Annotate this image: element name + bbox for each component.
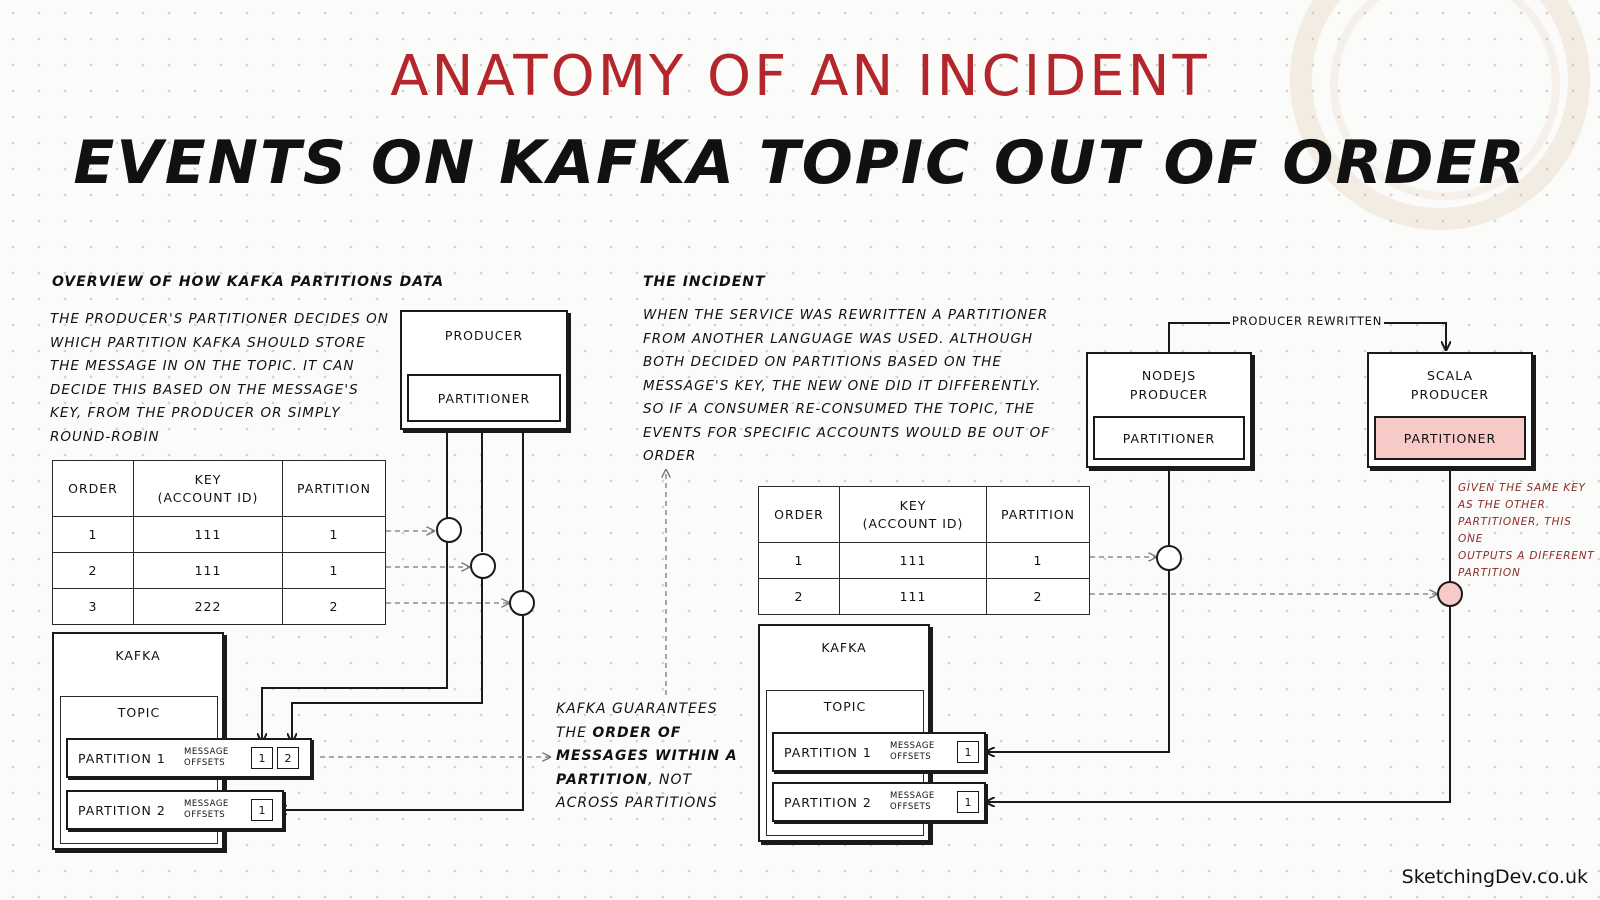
- scala-partitioner: PARTITIONER: [1374, 416, 1526, 460]
- incident-description: WHEN THE SERVICE WAS REWRITTEN A PARTITI…: [643, 307, 1051, 464]
- offset-cell: 1: [251, 747, 273, 769]
- right-partition-2: PARTITION 2 MESSAGE OFFSETS 1: [772, 782, 986, 822]
- scala-partitioner-note: GIVEN THE SAME KEY AS THE OTHER PARTITIO…: [1458, 482, 1595, 579]
- kafka-label: KAFKA: [115, 648, 161, 663]
- overview-description: THE PRODUCER'S PARTITIONER DECIDES ON WH…: [50, 311, 389, 445]
- table-row: 1 111 1: [758, 542, 1090, 579]
- offset-cell: 1: [251, 799, 273, 821]
- incident-heading: THE INCIDENT: [643, 274, 766, 290]
- producer-box: PRODUCER PARTITIONER: [400, 310, 568, 430]
- table-cell: 1: [986, 542, 1090, 579]
- offset-cell: 2: [277, 747, 299, 769]
- guarantee-emphasis: MESSAGES WITHIN A: [556, 748, 738, 764]
- guarantee-line: ACROSS PARTITIONS: [556, 795, 718, 811]
- table-cell: 111: [839, 578, 987, 615]
- table-cell: 111: [133, 516, 283, 553]
- nodejs-producer-label: NODEJS PRODUCER: [1129, 368, 1209, 402]
- right-partition-1: PARTITION 1 MESSAGE OFFSETS 1: [772, 732, 986, 772]
- table-row: 2 111 1: [52, 552, 386, 589]
- right-order-table: ORDER KEY (ACCOUNT ID) PARTITION 1 111 1…: [758, 486, 1090, 615]
- guarantee-text: , NOT: [648, 771, 693, 788]
- producer-rewritten-label: PRODUCER REWRITTEN: [1230, 314, 1384, 328]
- table-header-key: KEY (ACCOUNT ID): [839, 486, 987, 543]
- table-cell: 222: [133, 588, 283, 625]
- table-row: 2 111 2: [758, 578, 1090, 615]
- topic-label: TOPIC: [823, 699, 867, 714]
- guarantee-line: KAFKA GUARANTEES: [556, 701, 718, 717]
- table-cell: 1: [282, 516, 386, 553]
- offset-cell: 1: [957, 741, 979, 763]
- table-header-order: ORDER: [758, 486, 840, 543]
- offsets-label: MESSAGE OFFSETS: [890, 741, 935, 762]
- table-cell: 2: [986, 578, 1090, 615]
- scala-producer-box: SCALA PRODUCER PARTITIONER: [1367, 352, 1533, 468]
- partition-name: PARTITION 2: [784, 794, 872, 810]
- nodejs-producer-box: NODEJS PRODUCER PARTITIONER: [1086, 352, 1252, 468]
- offsets-label: MESSAGE OFFSETS: [184, 799, 229, 820]
- producer-partitioner: PARTITIONER: [407, 374, 561, 422]
- left-order-table: ORDER KEY (ACCOUNT ID) PARTITION 1 111 1…: [52, 460, 386, 625]
- topic-label: TOPIC: [117, 705, 161, 720]
- table-cell: 3: [52, 588, 134, 625]
- partition-name: PARTITION 1: [78, 750, 166, 766]
- guarantee-emphasis: PARTITION: [556, 771, 649, 788]
- partition-name: PARTITION 2: [78, 802, 166, 818]
- footer-credit[interactable]: SketchingDev.co.uk: [1401, 866, 1588, 888]
- page-title: ANATOMY OF AN INCIDENT: [390, 44, 1210, 109]
- left-partition-1: PARTITION 1 MESSAGE OFFSETS 1 2: [66, 738, 312, 778]
- table-cell: 1: [52, 516, 134, 553]
- table-row: 1 111 1: [52, 516, 386, 553]
- nodejs-partitioner: PARTITIONER: [1093, 416, 1245, 460]
- table-header-partition: PARTITION: [282, 460, 386, 517]
- table-cell: 1: [758, 542, 840, 579]
- table-header-partition: PARTITION: [986, 486, 1090, 543]
- producer-label: PRODUCER: [444, 328, 524, 343]
- overview-heading: OVERVIEW OF HOW KAFKA PARTITIONS DATA: [52, 274, 445, 290]
- guarantee-emphasis: ORDER OF: [592, 724, 682, 741]
- kafka-label: KAFKA: [821, 640, 867, 655]
- offsets-label: MESSAGE OFFSETS: [890, 791, 935, 812]
- left-partition-2: PARTITION 2 MESSAGE OFFSETS 1: [66, 790, 284, 830]
- offsets-label: MESSAGE OFFSETS: [184, 747, 229, 768]
- table-cell: 2: [758, 578, 840, 615]
- table-header-key: KEY (ACCOUNT ID): [133, 460, 283, 517]
- table-row: 3 222 2: [52, 588, 386, 625]
- table-cell: 1: [282, 552, 386, 589]
- offset-cell-highlighted: 1: [957, 791, 979, 813]
- guarantee-text: THE: [556, 724, 593, 741]
- table-cell: 2: [52, 552, 134, 589]
- page-subtitle: EVENTS ON KAFKA TOPIC OUT OF ORDER: [73, 128, 1527, 198]
- table-cell: 111: [839, 542, 987, 579]
- table-header-order: ORDER: [52, 460, 134, 517]
- kafka-guarantee-note: KAFKA GUARANTEES THE ORDER OF MESSAGES W…: [556, 698, 746, 816]
- partition-name: PARTITION 1: [784, 744, 872, 760]
- table-cell: 111: [133, 552, 283, 589]
- table-cell: 2: [282, 588, 386, 625]
- scala-producer-label: SCALA PRODUCER: [1410, 368, 1490, 402]
